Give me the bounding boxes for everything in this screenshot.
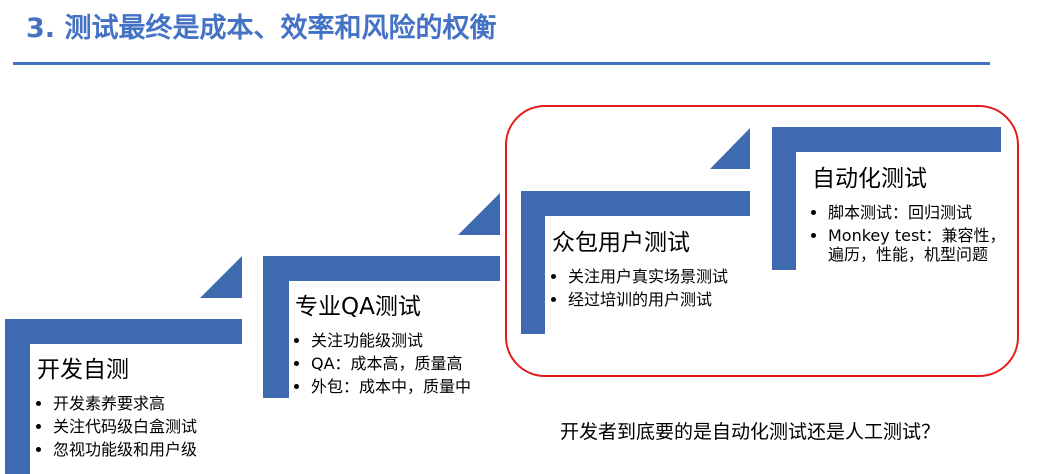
list-item: 关注代码级白盒测试 <box>53 417 247 436</box>
step-1-arrow <box>200 256 242 298</box>
step-title: 专业QA测试 <box>295 294 421 320</box>
step-1-top-bar <box>5 319 242 344</box>
step-title: 众包用户测试 <box>552 230 690 256</box>
list-item: 关注用户真实场景测试 <box>568 267 747 286</box>
highlight-box <box>505 105 1019 377</box>
step-3-top-bar <box>521 191 750 216</box>
step-crowd-test: 众包用户测试 关注用户真实场景测试经过培训的用户测试 <box>552 223 747 313</box>
list-item: 忽视功能级和用户级 <box>53 440 247 459</box>
step-1-side-bar <box>5 319 30 474</box>
step-automation-test: 自动化测试 脚本测试：回归测试 Monkey test：兼容性，遍历，性能，机型问… <box>812 159 1017 268</box>
step-2-top-bar <box>263 256 500 281</box>
list-item: 开发素养要求高 <box>53 394 247 413</box>
list-item: 脚本测试：回归测试 <box>828 203 1017 222</box>
step-2-arrow <box>458 193 500 235</box>
list-item: 外包：成本中，质量中 <box>311 377 485 396</box>
list-item: Monkey test：兼容性，遍历，性能，机型问题 <box>828 226 1017 264</box>
step-3-arrow <box>710 128 750 169</box>
step-4-side-bar <box>772 127 796 270</box>
step-4-top-bar <box>772 127 1001 152</box>
step-qa-test: 专业QA测试 关注功能级测试 QA：成本高，质量高外包：成本中，质量中 <box>295 287 485 400</box>
step-dev-self-test: 开发自测 开发素养要求高关注代码级白盒测试忽视功能级和用户级 <box>37 350 247 463</box>
title-underline <box>13 62 990 65</box>
step-2-side-bar <box>263 256 289 398</box>
step-title: 开发自测 <box>37 357 129 383</box>
step-3-side-bar <box>521 191 545 334</box>
slide-title: 3. 测试最终是成本、效率和风险的权衡 <box>26 13 497 44</box>
step-title: 自动化测试 <box>812 166 927 192</box>
list-item: QA：成本高，质量高 <box>311 354 485 373</box>
list-item: 经过培训的用户测试 <box>568 290 747 309</box>
question-text: 开发者到底要的是自动化测试还是人工测试？ <box>560 421 941 443</box>
list-item: 关注功能级测试 <box>311 331 485 350</box>
